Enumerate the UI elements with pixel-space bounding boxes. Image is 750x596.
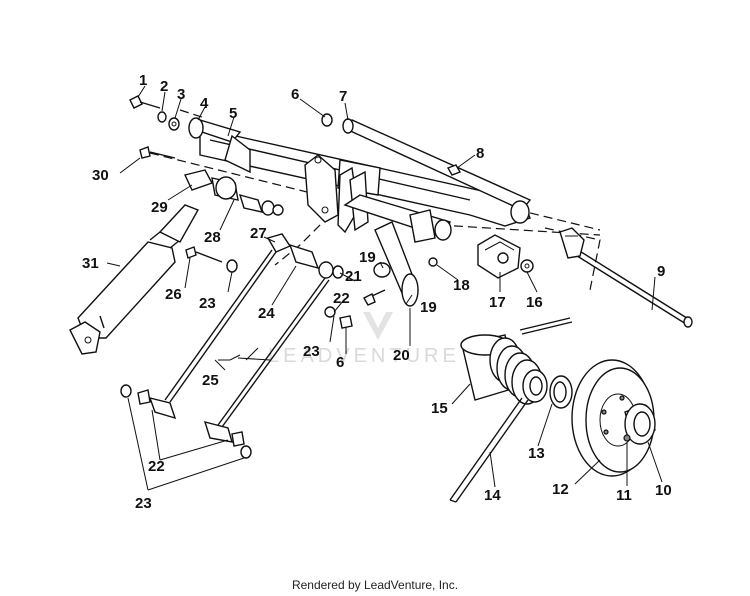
callout-23-upper: 23 (199, 295, 216, 312)
pivot-shaft-right (342, 118, 532, 224)
callout-21: 21 (345, 268, 362, 285)
callout-25: 25 (202, 372, 219, 389)
bolt-1 (129, 95, 180, 131)
pivot-shaft-left (188, 117, 251, 174)
end-bracket (559, 227, 585, 259)
callout-18: 18 (453, 277, 470, 294)
callout-19-right: 19 (420, 299, 437, 316)
callout-28: 28 (204, 229, 221, 246)
callout-20: 20 (393, 347, 410, 364)
callout-10: 10 (655, 482, 672, 499)
link-20 (363, 221, 438, 307)
callout-2: 2 (160, 78, 168, 95)
callout-6-top: 6 (291, 86, 299, 103)
callout-24: 24 (258, 305, 275, 322)
callout-31: 31 (82, 255, 99, 272)
callout-13: 13 (528, 445, 545, 462)
shock-absorber-31 (69, 204, 200, 355)
callout-11: 11 (616, 487, 632, 504)
bolt-9 (573, 249, 693, 328)
callout-6-lower: 6 (336, 354, 344, 371)
callout-7: 7 (339, 88, 347, 105)
callout-5: 5 (229, 105, 237, 122)
callout-17: 17 (489, 294, 506, 311)
callout-9: 9 (657, 263, 665, 280)
pulley-12 (571, 359, 655, 477)
watermark-text: LEADVENTURE (268, 345, 460, 367)
cross-tube (343, 194, 452, 243)
block-17 (477, 234, 534, 279)
watermark: LEADVENTURE (268, 312, 460, 367)
callout-30: 30 (92, 167, 109, 184)
spring-arm-14 (449, 397, 529, 503)
callouts: 1 2 3 4 5 6 7 8 9 10 11 12 13 14 15 16 1… (82, 72, 672, 512)
callout-27: 27 (250, 225, 267, 242)
rod-25 (164, 249, 330, 428)
hub-10 (623, 403, 656, 445)
footer-credit: Rendered by LeadVenture, Inc. (291, 578, 459, 592)
bolt-30 (139, 146, 176, 159)
washer-13 (549, 375, 573, 409)
callout-16: 16 (526, 294, 543, 311)
rod-ends-lower (120, 384, 252, 459)
callout-23-middle: 23 (303, 343, 320, 360)
callout-22-lower: 22 (148, 458, 165, 475)
rod-bushings (266, 233, 353, 329)
callout-8: 8 (476, 145, 484, 162)
callout-22-upper: 22 (333, 290, 350, 307)
callout-14: 14 (484, 487, 501, 504)
bushing-29 (184, 169, 284, 216)
callout-12: 12 (552, 481, 569, 498)
callout-4: 4 (200, 95, 209, 112)
leader-lines (106, 85, 663, 491)
callout-19-left: 19 (359, 249, 376, 266)
bolt-26 (185, 246, 238, 273)
spring-housing-15 (460, 317, 573, 405)
callout-29: 29 (151, 199, 168, 216)
callout-23-lower: 23 (135, 495, 152, 512)
callout-15: 15 (431, 400, 448, 417)
callout-3: 3 (177, 86, 185, 103)
callout-1: 1 (139, 72, 147, 89)
callout-26: 26 (165, 286, 182, 303)
